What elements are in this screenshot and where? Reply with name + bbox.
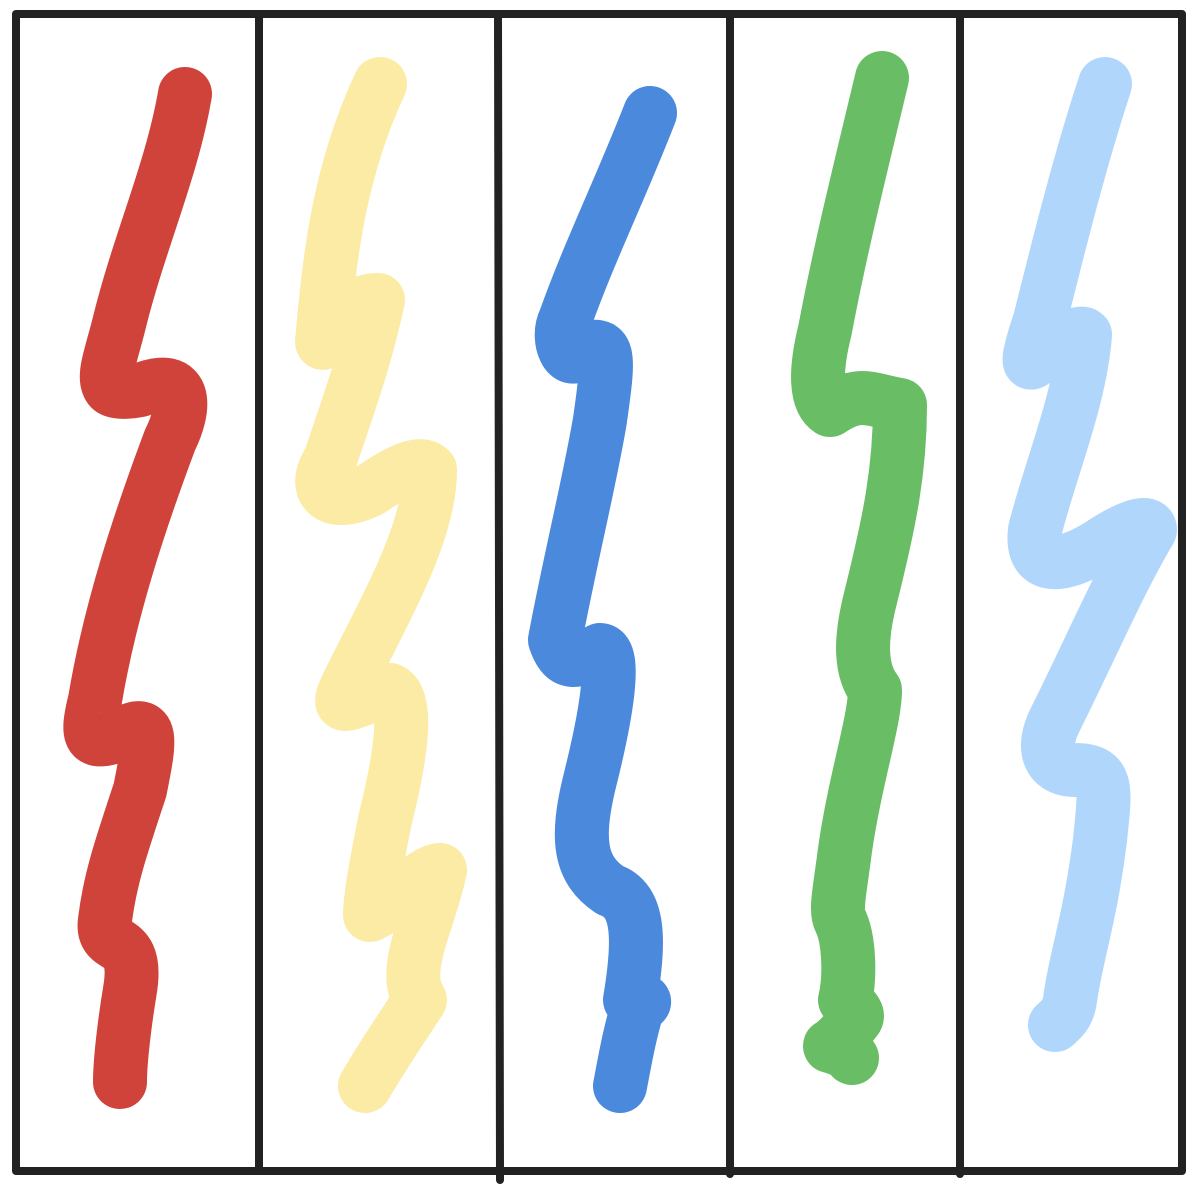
panel-divider-2 [494,12,504,1184]
light-blue-squiggle [1002,57,1177,1052]
green-squiggle [791,51,927,1085]
blue-squiggle [528,86,677,1113]
yellow-squiggle [295,57,467,1113]
red-squiggle [63,67,212,1109]
outer-frame [12,10,1186,1175]
